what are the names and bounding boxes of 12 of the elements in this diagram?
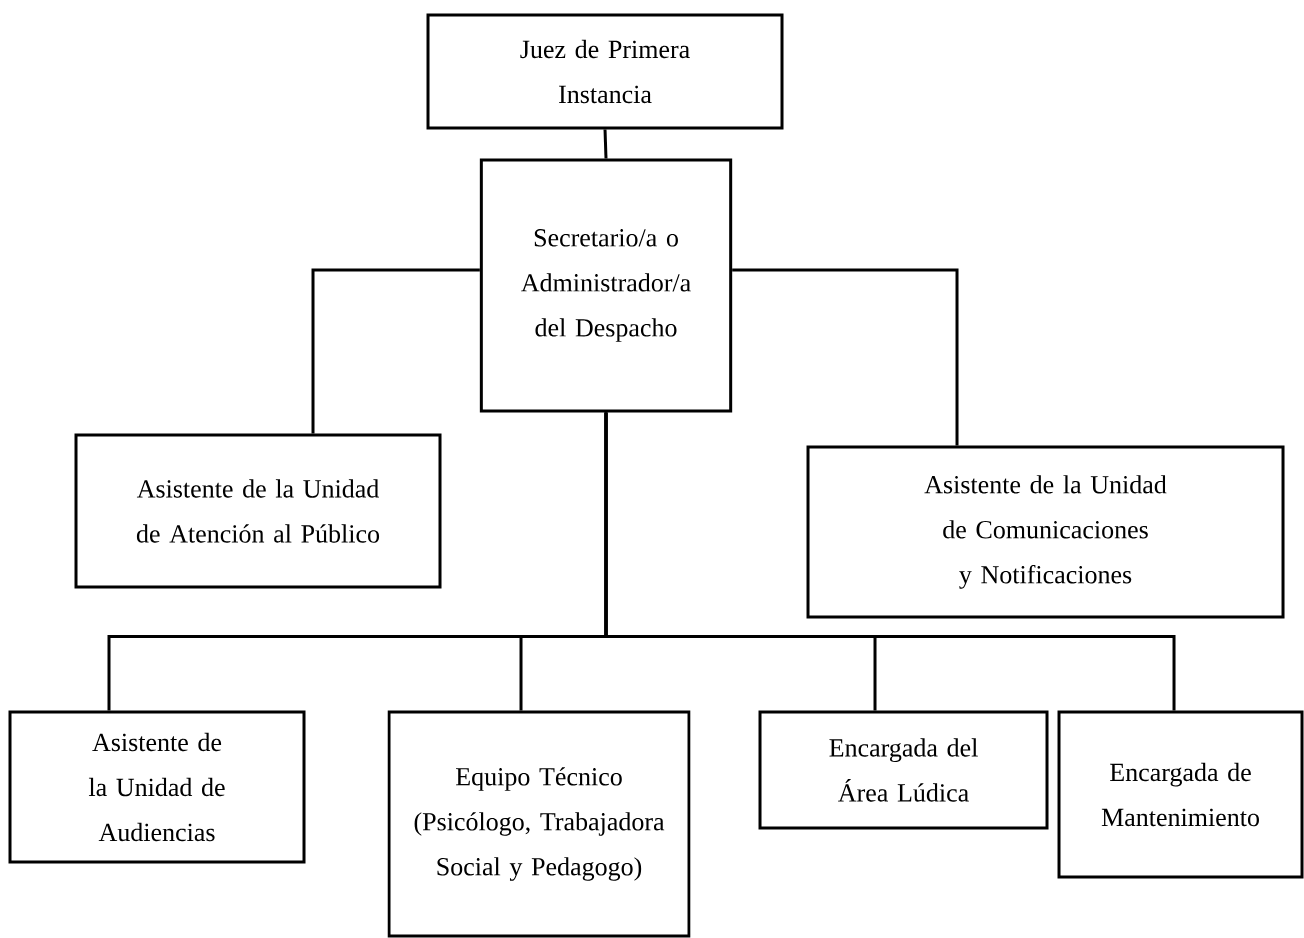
org-box: Equipo Técnico (Psicólogo, Trabajadora Social y Pedagogo) <box>387 710 691 938</box>
org-box: Juez de Primera Instancia <box>426 13 784 130</box>
org-box: Asistente de la Unidad de Audiencias <box>8 710 306 864</box>
connector-line <box>603 129 608 159</box>
connector-line <box>604 412 1176 711</box>
org-box: Encargada de Mantenimiento <box>1057 710 1304 879</box>
org-box: Asistente de la Unidad de Comunicaciones y Notificaciones <box>806 445 1285 619</box>
connector-line <box>732 268 959 446</box>
org-box: Secretario/a o Administrador/a del Despacho <box>479 158 733 413</box>
org-box: Asistente de la Unidad de Atención al Público <box>74 433 442 589</box>
org-box: Encargada del Área Lúdica <box>758 710 1049 830</box>
connector-line <box>311 268 480 434</box>
